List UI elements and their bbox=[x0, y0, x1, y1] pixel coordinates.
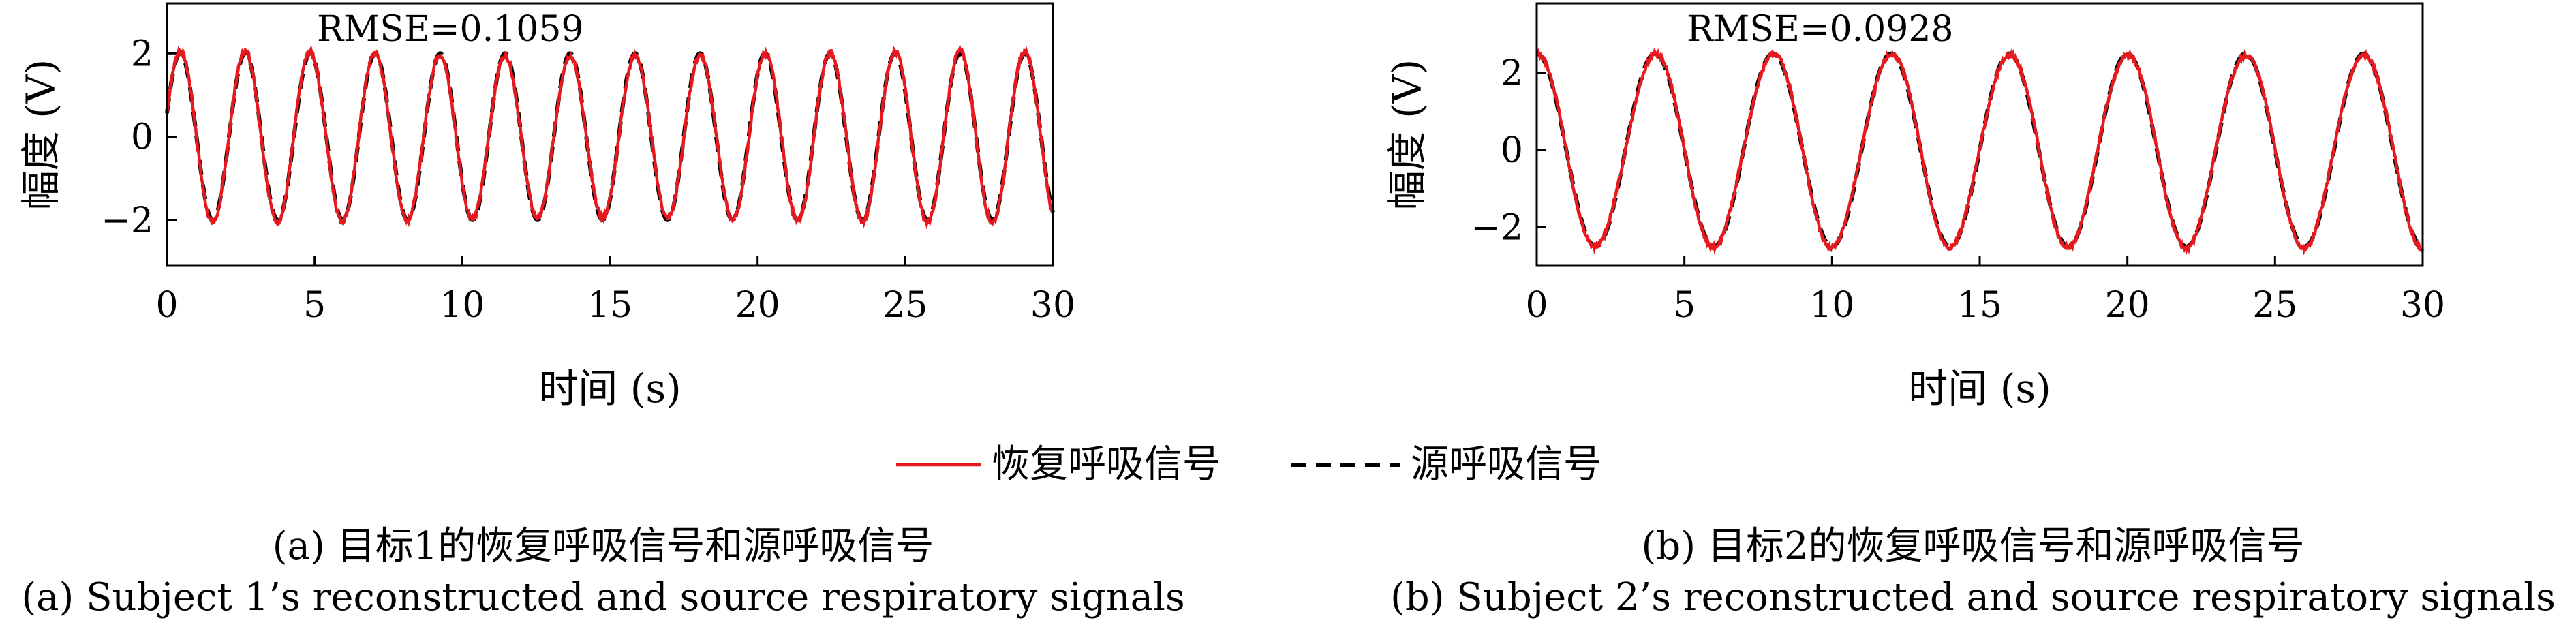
y-tick-label: 0 bbox=[1501, 130, 1523, 171]
panel-a-caption-en: (a) Subject 1’s reconstructed and source… bbox=[21, 575, 1184, 620]
legend: 恢复呼吸信号 源呼吸信号 bbox=[896, 442, 1601, 487]
panel-a-axes: 0 5 10 15 20 25 30 −2 0 2 bbox=[101, 33, 1075, 326]
y-tick-label: −2 bbox=[1471, 207, 1523, 248]
x-tick-label: 5 bbox=[303, 285, 326, 326]
x-tick-label: 10 bbox=[440, 285, 485, 326]
x-tick-label: 15 bbox=[1957, 285, 2002, 326]
panel-b-x-axis-label: 时间 (s) bbox=[1908, 365, 2051, 412]
x-tick-label: 5 bbox=[1673, 285, 1696, 326]
x-tick-label: 30 bbox=[2400, 285, 2445, 326]
x-tick-label: 10 bbox=[1809, 285, 1854, 326]
x-tick-label: 15 bbox=[587, 285, 632, 326]
panel-b-reconstructed-signal-line bbox=[1535, 47, 2425, 256]
panel-b-plot-frame bbox=[1535, 2, 2424, 267]
panel-b-caption-en: (b) Subject 2’s reconstructed and source… bbox=[1390, 575, 2556, 620]
panel-a-chart: 0 5 10 15 20 25 30 −2 0 2 RMSE=0.1059 幅度 (V) 时间 (… bbox=[18, 2, 1075, 412]
panel-a-reconstructed-signal-line bbox=[165, 44, 1055, 230]
panel-a-plot-frame bbox=[166, 2, 1054, 267]
panel-b-caption-cn: (b) 目标2的恢复呼吸信号和源呼吸信号 bbox=[1642, 524, 2305, 568]
panel-a-y-axis-label: 幅度 (V) bbox=[18, 59, 64, 211]
y-tick-label: −2 bbox=[101, 200, 153, 241]
legend-source-label: 源呼吸信号 bbox=[1411, 442, 1601, 487]
panel-a-caption-cn: (a) 目标1的恢复呼吸信号和源呼吸信号 bbox=[273, 524, 934, 568]
legend-reconstructed-label: 恢复呼吸信号 bbox=[992, 442, 1221, 487]
y-tick-label: 2 bbox=[131, 33, 153, 74]
x-tick-label: 30 bbox=[1030, 285, 1075, 326]
panel-b-rmse-annotation: RMSE=0.0928 bbox=[1687, 9, 1954, 50]
x-tick-label: 0 bbox=[1525, 285, 1548, 326]
panel-a-rmse-annotation: RMSE=0.1059 bbox=[317, 9, 584, 50]
panel-b-y-axis-label: 幅度 (V) bbox=[1384, 59, 1430, 211]
x-tick-label: 0 bbox=[155, 285, 178, 326]
x-tick-label: 25 bbox=[883, 285, 927, 326]
x-tick-label: 25 bbox=[2252, 285, 2297, 326]
y-tick-label: 2 bbox=[1501, 53, 1523, 94]
panel-a-x-axis-label: 时间 (s) bbox=[538, 365, 681, 412]
y-tick-label: 0 bbox=[131, 117, 153, 158]
x-tick-label: 20 bbox=[735, 285, 780, 326]
x-tick-label: 20 bbox=[2105, 285, 2150, 326]
